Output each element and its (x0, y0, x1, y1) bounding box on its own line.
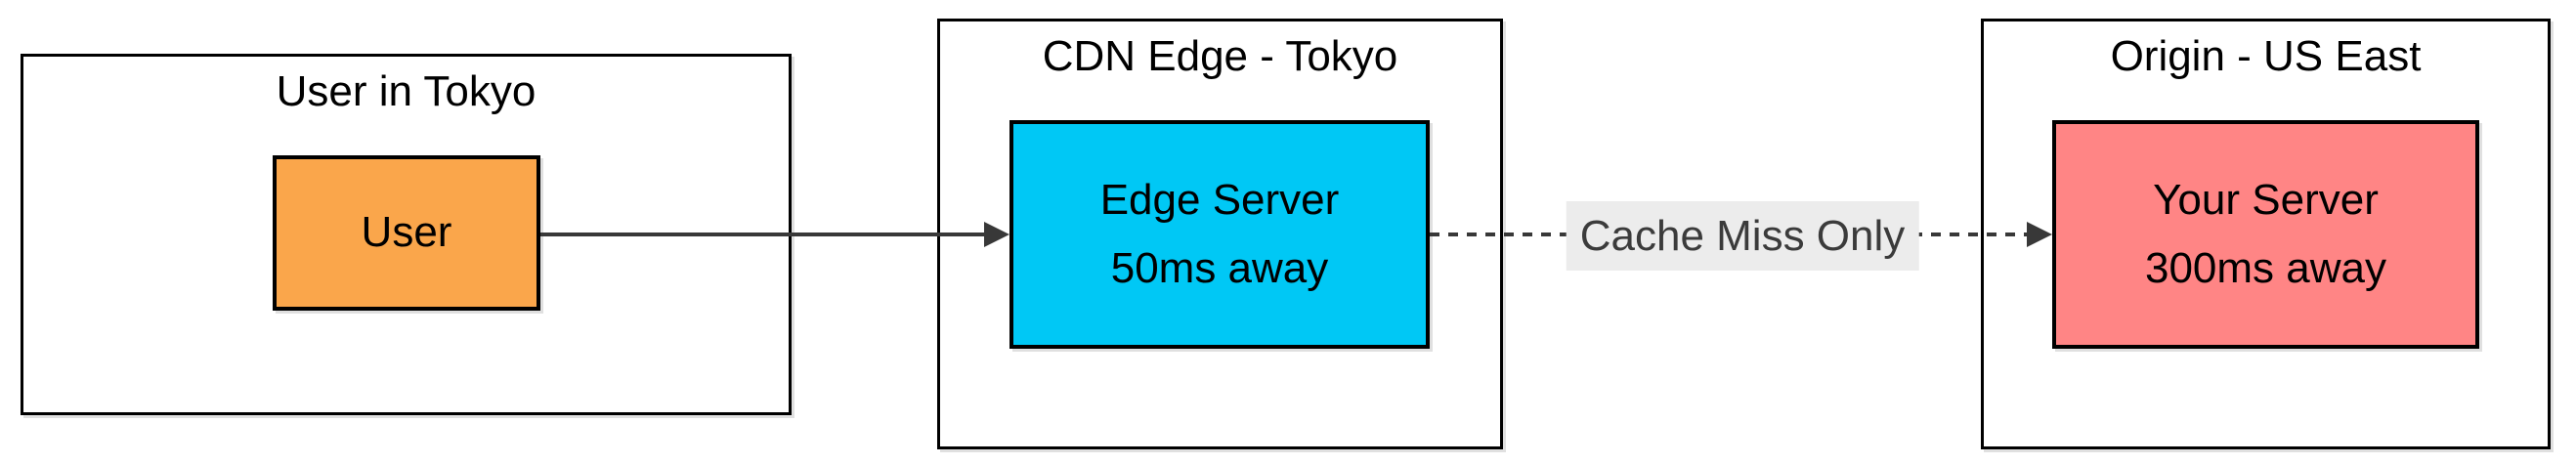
group-title-origin-us-east: Origin - US East (2110, 32, 2422, 80)
group-cdn-edge-tokyo: CDN Edge - Tokyo Edge Server 50ms away (937, 19, 1503, 449)
node-your-server: Your Server 300ms away (2052, 120, 2479, 349)
node-label-line: Your Server (2153, 175, 2379, 224)
group-title-cdn-edge-tokyo: CDN Edge - Tokyo (1042, 32, 1398, 80)
node-edge-server: Edge Server 50ms away (1009, 120, 1430, 349)
node-label-line: Edge Server (1099, 175, 1340, 224)
arrowhead-icon (2027, 222, 2052, 247)
group-origin-us-east: Origin - US East Your Server 300ms away (1981, 19, 2551, 449)
edge-label-cache-miss-only: Cache Miss Only (1566, 201, 1919, 271)
node-label-line: 50ms away (1110, 244, 1329, 292)
arrowhead-icon (984, 222, 1009, 247)
node-user: User (273, 155, 540, 311)
edge-user-to-edge-server-line (540, 232, 987, 236)
node-label-line: 300ms away (2144, 244, 2386, 292)
group-title-user-in-tokyo: User in Tokyo (276, 67, 537, 115)
node-label-line: User (361, 208, 452, 257)
